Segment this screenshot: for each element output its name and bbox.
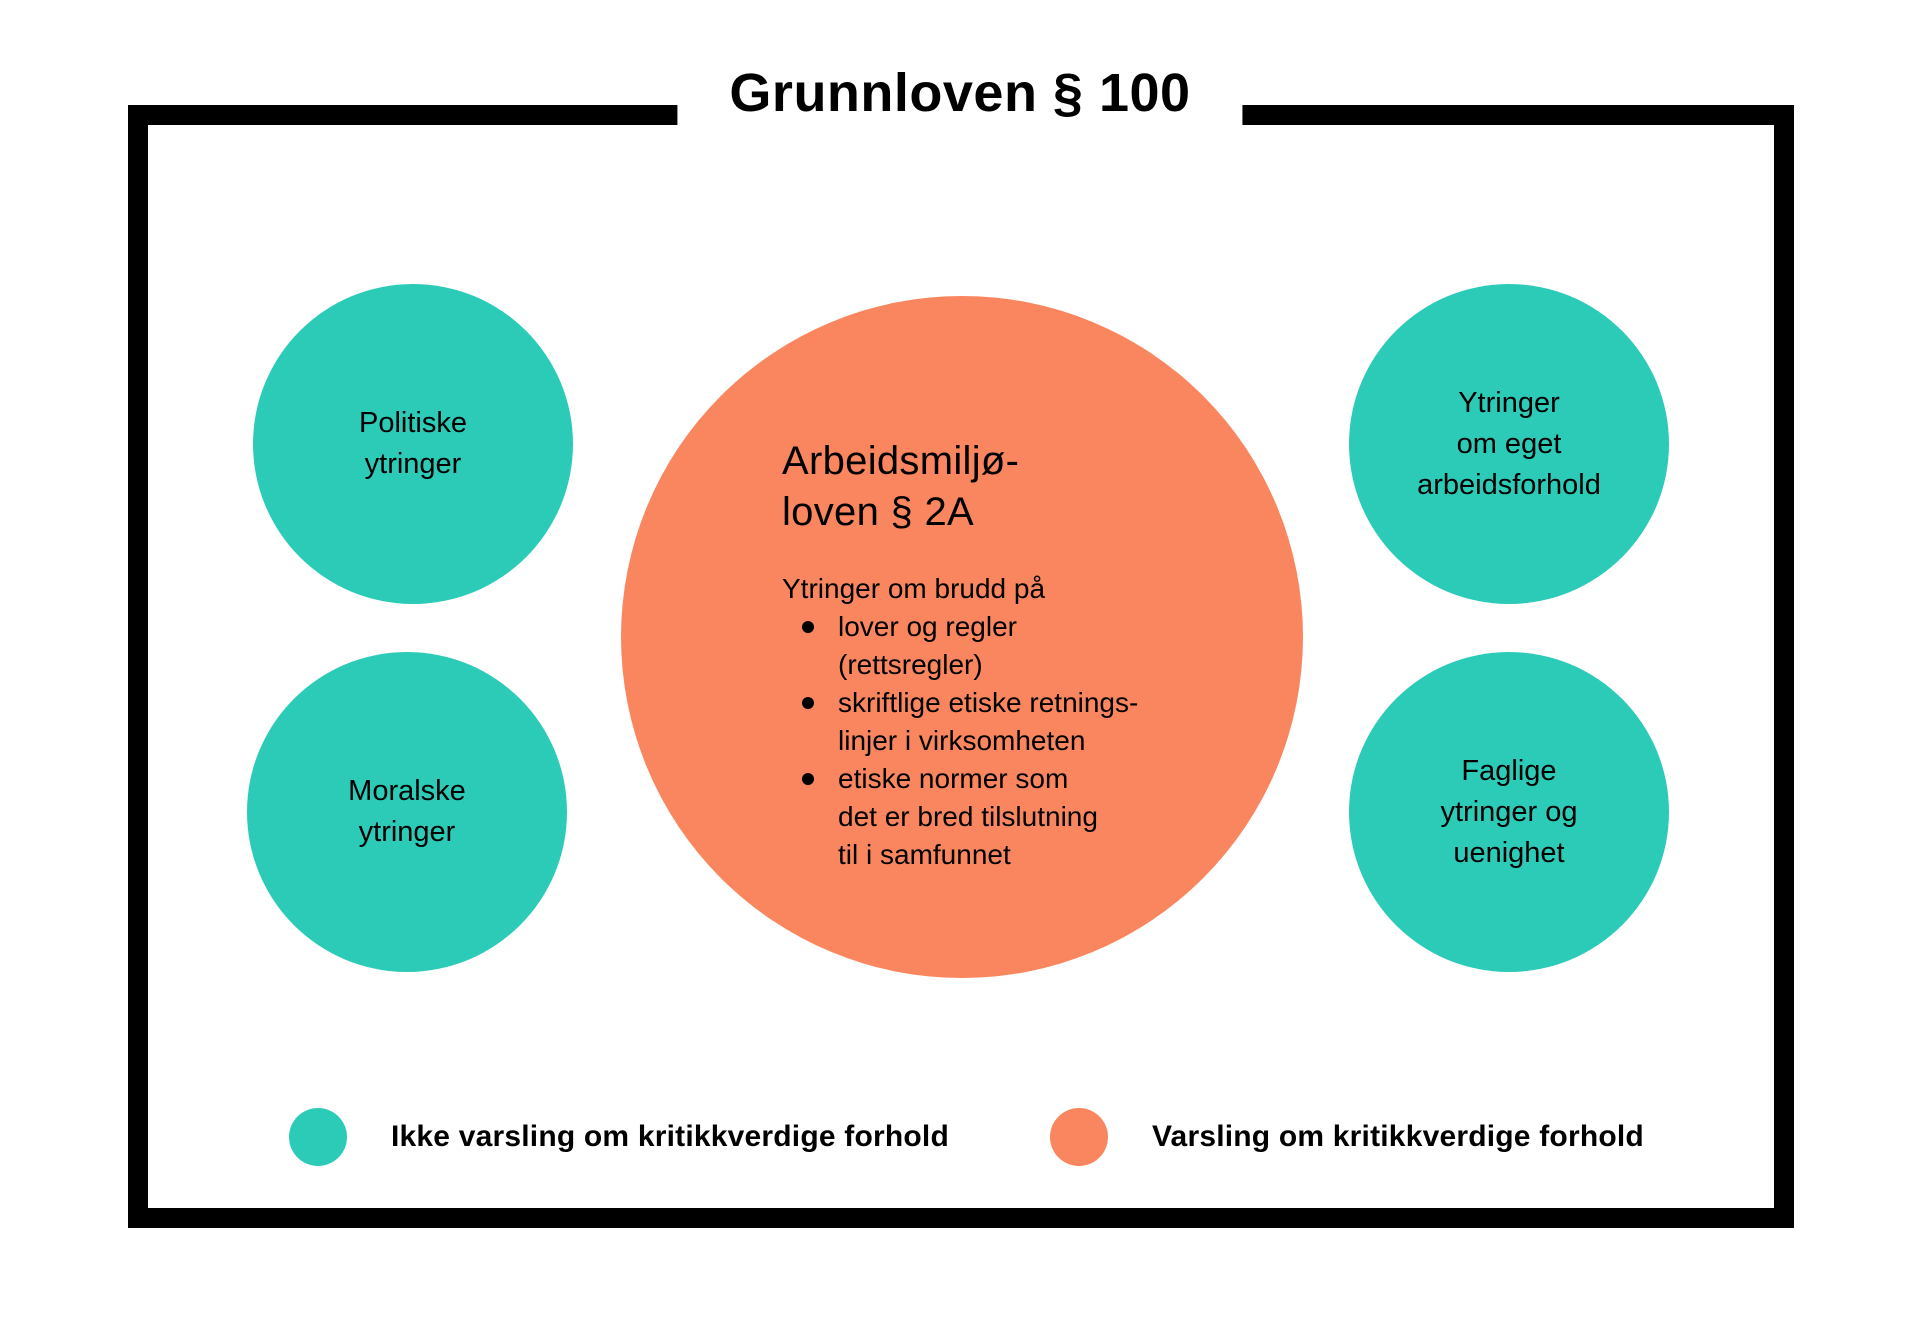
circle-label: Moralske ytringer [348, 775, 466, 848]
bullet-icon [802, 697, 814, 709]
main-circle-text: Arbeidsmiljø- loven § 2A Ytringer om bru… [782, 436, 1212, 874]
circle-label: Faglige ytringer og uenighet [1440, 754, 1578, 869]
bullet-icon [802, 621, 814, 633]
main-circle-intro: Ytringer om brudd på [782, 573, 1046, 604]
bullet-item: skriftlige etiske retnings- linjer i vir… [782, 684, 1212, 760]
circle-moralske-ytringer: Moralske ytringer [247, 652, 567, 972]
teal-dot-icon [289, 1108, 347, 1166]
main-circle-heading: Arbeidsmiljø- loven § 2A [782, 439, 1020, 534]
bullet-item: lover og regler (rettsregler) [782, 608, 1212, 684]
legend-item-ikke-varsling: Ikke varsling om kritikkverdige forhold [289, 1108, 949, 1166]
bullet-item: etiske normer som det er bred tilslutnin… [782, 760, 1212, 874]
circle-label: Politiske ytringer [359, 407, 467, 480]
orange-dot-icon [1050, 1108, 1108, 1166]
circle-ytringer-om-eget-arbeidsforhold: Ytringer om eget arbeidsforhold [1349, 284, 1669, 604]
circle-politiske-ytringer: Politiske ytringer [253, 284, 573, 604]
main-circle-bullet-list: lover og regler (rettsregler) skriftlige… [782, 608, 1212, 874]
legend-label: Ikke varsling om kritikkverdige forhold [391, 1120, 949, 1153]
frame-border [128, 105, 1794, 1228]
circle-faglige-ytringer-og-uenighet: Faglige ytringer og uenighet [1349, 652, 1669, 972]
bullet-text: etiske normer som det er bred tilslutnin… [838, 763, 1098, 870]
circle-label: Ytringer om eget arbeidsforhold [1417, 386, 1601, 501]
circle-arbeidsmiljoloven: Arbeidsmiljø- loven § 2A Ytringer om bru… [621, 296, 1303, 978]
legend-item-varsling: Varsling om kritikkverdige forhold [1050, 1108, 1644, 1166]
bullet-text: lover og regler (rettsregler) [838, 611, 1017, 680]
bullet-icon [802, 773, 814, 785]
bullet-text: skriftlige etiske retnings- linjer i vir… [838, 687, 1139, 756]
page-title: Grunnloven § 100 [677, 56, 1243, 130]
legend-label: Varsling om kritikkverdige forhold [1152, 1120, 1644, 1153]
